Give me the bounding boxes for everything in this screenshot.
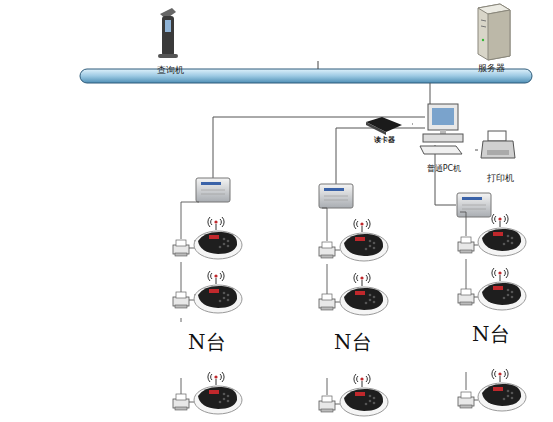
device-node: 读卡器 [356,114,412,146]
device-label: 普通PC机 [413,163,475,174]
device-node: 普通PC机 [413,100,475,174]
pc-icon [420,104,463,154]
device-node: 查询机 [143,4,197,76]
device-label: 打印机 [478,173,522,184]
kiosk-icon [158,8,178,58]
card-reader-icon [366,117,402,135]
device-label: 查询机 [143,65,197,76]
device-label: 服务器 [462,63,520,74]
server-icon [478,4,510,60]
printer-icon [481,131,515,158]
device-node: 打印机 [478,128,522,184]
count-label: N台 [472,323,510,345]
count-label: N台 [334,331,372,353]
count-label: N台 [188,331,226,353]
cable-line [412,124,413,125]
cable-line [475,150,478,151]
device-node: 服务器 [462,2,520,74]
device-label: 读卡器 [356,135,412,146]
